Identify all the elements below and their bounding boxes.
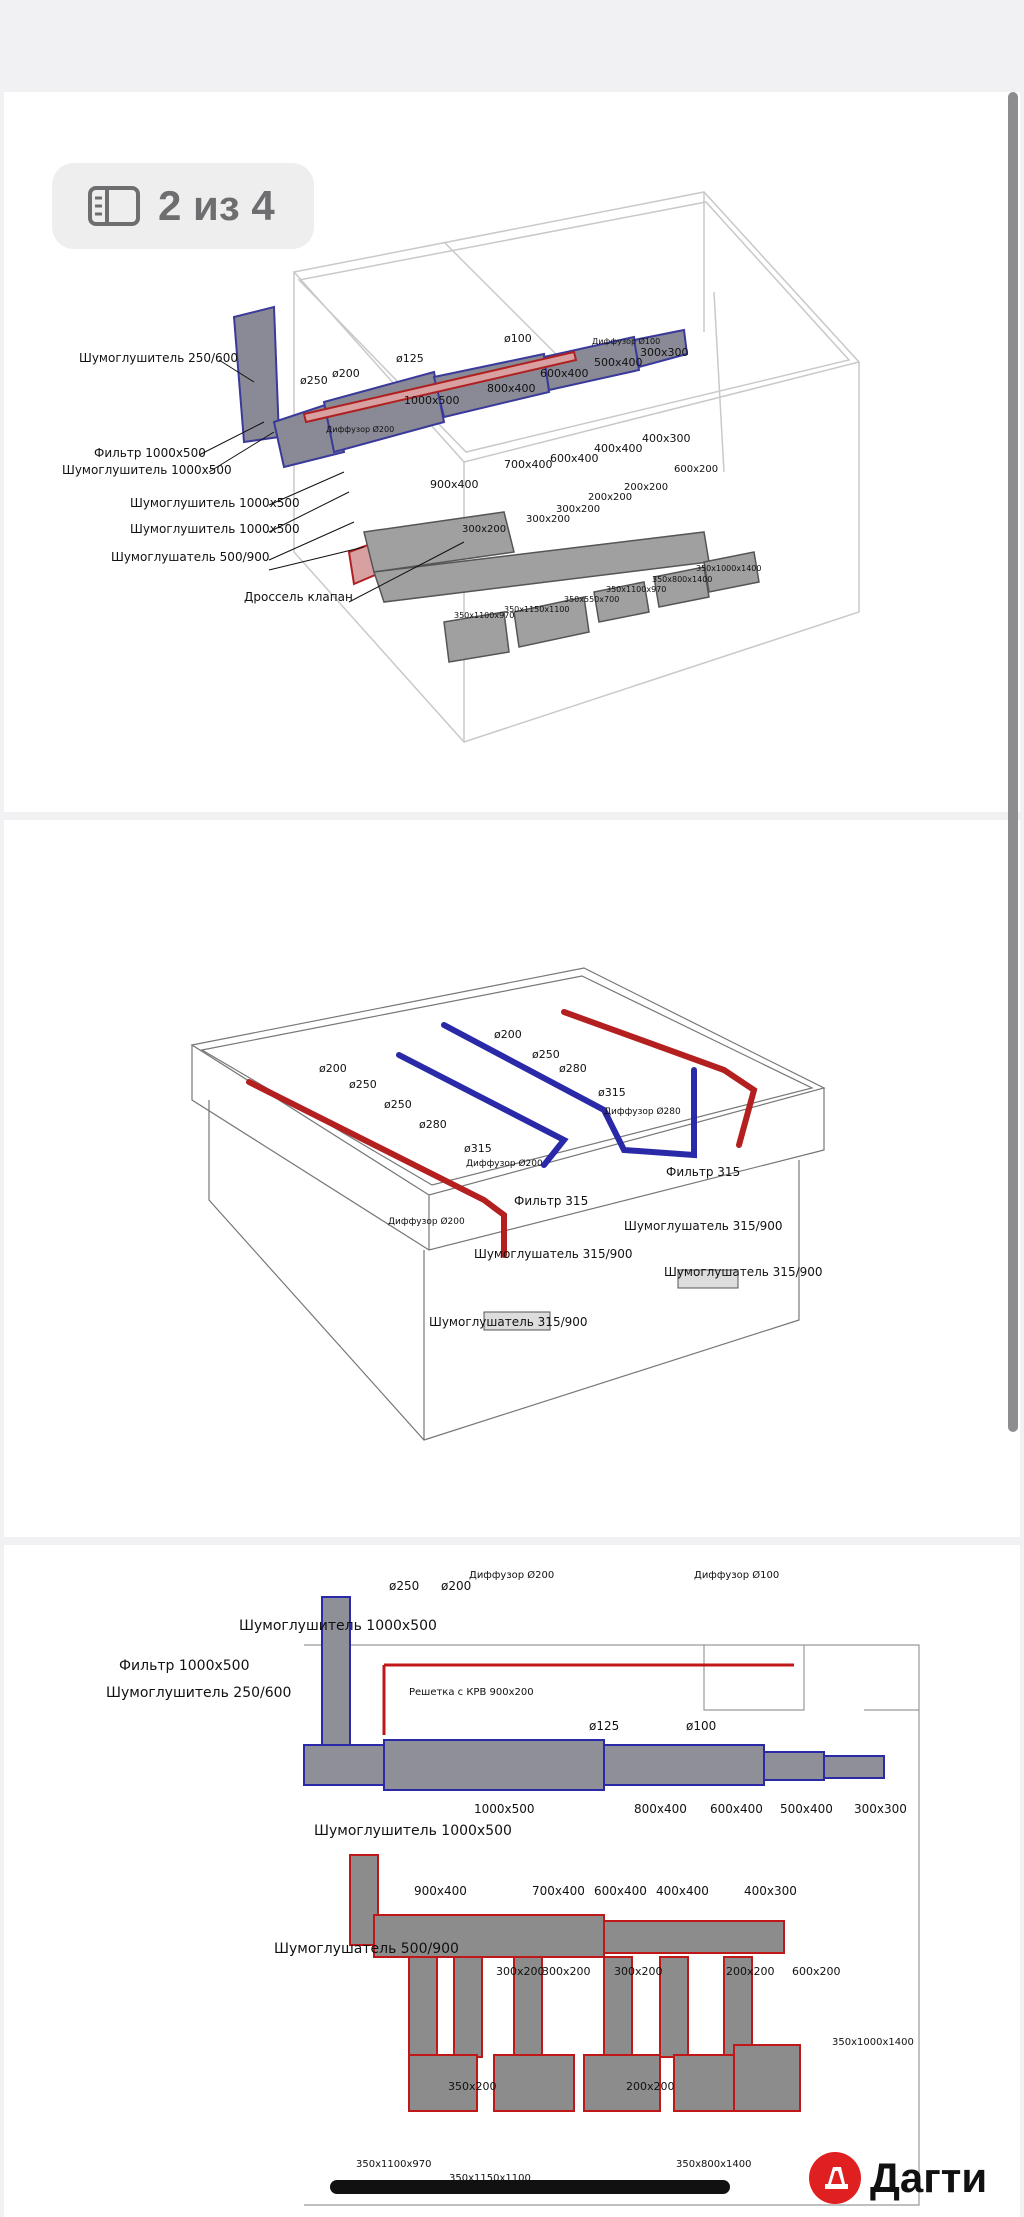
label: 500x400 bbox=[594, 356, 643, 369]
label: 800x400 bbox=[487, 382, 536, 395]
label: Шумоглушатель 500/900 bbox=[111, 550, 270, 564]
label: ø315 bbox=[598, 1086, 626, 1099]
home-indicator[interactable] bbox=[330, 2180, 730, 2194]
label: 350x200 bbox=[448, 2080, 497, 2093]
label: ø200 bbox=[494, 1028, 522, 1041]
label: Шумоглушатель 315/900 bbox=[664, 1265, 823, 1279]
label: 350x1150x1100 bbox=[449, 2173, 531, 2184]
label: 300x200 bbox=[526, 514, 570, 525]
sidebar-toggle-icon bbox=[88, 186, 140, 226]
label: Диффузор Ø280 bbox=[604, 1106, 681, 1117]
label: 350x800x1400 bbox=[652, 575, 712, 584]
brand-watermark: Дагти bbox=[808, 2150, 987, 2206]
label: 800x400 bbox=[634, 1802, 687, 1816]
label: ø200 bbox=[319, 1062, 347, 1075]
label: 350x800x1400 bbox=[676, 2159, 751, 2170]
dagti-logo-icon bbox=[809, 2152, 861, 2204]
label: 600x200 bbox=[674, 464, 718, 475]
label: Фильтр 1000x500 bbox=[119, 1658, 249, 1674]
label: ø125 bbox=[589, 1719, 619, 1733]
label: Решетка с КРВ 900x200 bbox=[409, 1687, 534, 1698]
label: ø250 bbox=[532, 1048, 560, 1061]
label: 600x400 bbox=[540, 367, 589, 380]
label: 600x400 bbox=[594, 1884, 647, 1898]
label: ø200 bbox=[441, 1579, 471, 1593]
label: 300x200 bbox=[614, 1965, 663, 1978]
label: ø250 bbox=[389, 1579, 419, 1593]
label: ø100 bbox=[686, 1719, 716, 1733]
label: 350x1100x970 bbox=[454, 611, 514, 620]
label: ø125 bbox=[396, 352, 424, 365]
label: Диффузор Ø200 bbox=[326, 424, 394, 434]
label: Шумоглушитель 1000x500 bbox=[130, 522, 300, 536]
label: 300x200 bbox=[462, 524, 506, 535]
label: 200x200 bbox=[588, 492, 632, 503]
label: Фильтр 315 bbox=[666, 1165, 740, 1179]
label: Фильтр 315 bbox=[514, 1194, 588, 1208]
label: 700x400 bbox=[504, 458, 553, 471]
label: ø250 bbox=[384, 1098, 412, 1111]
label: Шумоглушитель 1000x500 bbox=[239, 1618, 437, 1634]
label: ø100 bbox=[504, 332, 532, 345]
label: Фильтр 1000x500 bbox=[94, 446, 206, 460]
label: ø280 bbox=[559, 1062, 587, 1075]
label: 900x400 bbox=[414, 1884, 467, 1898]
label: ø250 bbox=[349, 1078, 377, 1091]
brand-name: Дагти bbox=[870, 2154, 988, 2201]
page-counter[interactable]: 2 из 4 bbox=[52, 163, 314, 249]
label: 400x400 bbox=[656, 1884, 709, 1898]
label: ø200 bbox=[332, 367, 360, 380]
label: 350x1150x1100 bbox=[504, 605, 569, 614]
drawing-page-2: ø200 ø250 ø250 ø280 ø200 ø250 ø280 ø315 … bbox=[4, 820, 1020, 1537]
label: Шумоглушатель 315/900 bbox=[429, 1315, 588, 1329]
label: Шумоглушатель 315/900 bbox=[474, 1247, 633, 1261]
label: 300x200 bbox=[496, 1965, 545, 1978]
label: ø315 bbox=[464, 1142, 492, 1155]
label: 500x400 bbox=[780, 1802, 833, 1816]
label: 700x400 bbox=[532, 1884, 585, 1898]
label: Шумоглушитель 1000x500 bbox=[130, 496, 300, 510]
label: 200x200 bbox=[626, 2080, 675, 2093]
label: Шумоглушатель 500/900 bbox=[274, 1941, 459, 1957]
page-counter-text: 2 из 4 bbox=[158, 182, 275, 229]
label: 1000x500 bbox=[404, 394, 460, 407]
label: 350x1100x970 bbox=[606, 585, 666, 594]
label: 400x300 bbox=[744, 1884, 797, 1898]
label: 1000x500 bbox=[474, 1802, 535, 1816]
drawing-3-svg: ø250 ø200 Диффузор Ø200 Диффузор Ø100 Шу… bbox=[106, 1569, 920, 2206]
label: Дроссель клапан bbox=[244, 590, 353, 604]
label: 350x1100x970 bbox=[356, 2159, 431, 2170]
drawing-2-svg: ø200 ø250 ø250 ø280 ø200 ø250 ø280 ø315 … bbox=[190, 967, 826, 1441]
label: 600x400 bbox=[550, 452, 599, 465]
label: 200x200 bbox=[726, 1965, 775, 1978]
label: 400x400 bbox=[594, 442, 643, 455]
label: 300x200 bbox=[542, 1965, 591, 1978]
label: Шумоглушитель 1000x500 bbox=[314, 1823, 512, 1839]
label: 600x200 bbox=[792, 1965, 841, 1978]
label: Шумоглушитель 250/600 bbox=[79, 351, 238, 365]
label: 400x300 bbox=[642, 432, 691, 445]
label: 600x400 bbox=[710, 1802, 763, 1816]
label: Диффузор Ø200 bbox=[469, 1569, 554, 1581]
label: 300x300 bbox=[640, 346, 689, 359]
scrollbar-thumb[interactable] bbox=[1008, 92, 1018, 1432]
label: 350x1000x1400 bbox=[832, 2037, 914, 2048]
label: Диффузор Ø200 bbox=[466, 1158, 543, 1169]
label: Диффузор Ø100 bbox=[694, 1569, 779, 1581]
label: Шумоглушатель 315/900 bbox=[624, 1219, 783, 1233]
label: 350x550x700 bbox=[564, 595, 619, 604]
label: 200x200 bbox=[624, 482, 668, 493]
label: 300x300 bbox=[854, 1802, 907, 1816]
label: 300x200 bbox=[556, 504, 600, 515]
label: ø250 bbox=[300, 374, 328, 387]
drawing-1-svg: Шумоглушитель 250/600 Фильтр 1000x500 Шу… bbox=[62, 191, 861, 743]
label: Диффузор Ø100 bbox=[592, 336, 660, 346]
label: ø280 bbox=[419, 1118, 447, 1131]
drawing-page-3: ø250 ø200 Диффузор Ø200 Диффузор Ø100 Шу… bbox=[4, 1545, 1020, 2217]
label: Шумоглушитель 250/600 bbox=[106, 1685, 291, 1701]
label: Шумоглушитель 1000x500 bbox=[62, 463, 232, 477]
label: Диффузор Ø200 bbox=[388, 1216, 465, 1227]
label: 350x1000x1400 bbox=[696, 564, 761, 573]
label: 900x400 bbox=[430, 478, 479, 491]
